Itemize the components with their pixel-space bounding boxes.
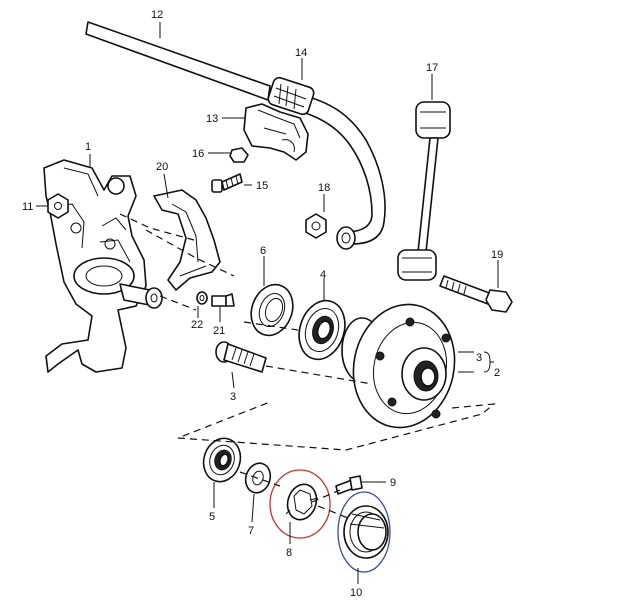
callout-5: 5 xyxy=(209,511,215,523)
highlight-rings xyxy=(269,469,391,573)
callout-labels: 1 2 3 3 4 5 6 7 8 9 10 11 12 13 14 15 16… xyxy=(22,9,503,599)
highlight-ring-part-8 xyxy=(269,469,331,539)
callout-3-hub: 3 xyxy=(476,352,482,364)
nut-16[interactable] xyxy=(229,147,249,163)
callout-18: 18 xyxy=(318,182,330,194)
stabilizer-bar[interactable] xyxy=(85,21,386,250)
clamp-13[interactable] xyxy=(243,103,309,161)
splash-shield-20[interactable] xyxy=(153,189,221,291)
bolt-15[interactable] xyxy=(211,173,243,193)
callout-22: 22 xyxy=(191,319,203,331)
nut-18[interactable] xyxy=(305,213,327,239)
coupling-rod-17[interactable] xyxy=(397,101,451,281)
callout-20: 20 xyxy=(156,161,168,173)
wheel-hub-2[interactable] xyxy=(341,295,466,437)
callout-17: 17 xyxy=(426,62,438,74)
steering-knuckle-1[interactable] xyxy=(43,159,163,373)
seal-6[interactable] xyxy=(244,279,299,342)
callout-8: 8 xyxy=(286,547,292,559)
callout-14: 14 xyxy=(295,47,307,59)
assembly-lines xyxy=(119,213,496,519)
callout-13: 13 xyxy=(206,113,218,125)
callout-12: 12 xyxy=(151,9,163,21)
callout-3-stud: 3 xyxy=(230,391,236,403)
screw-9[interactable] xyxy=(335,475,363,495)
bolt-19[interactable] xyxy=(439,275,513,313)
bolt-21[interactable] xyxy=(211,293,235,307)
callout-4: 4 xyxy=(320,269,326,281)
bearing-4[interactable] xyxy=(292,295,352,366)
callout-2: 2 xyxy=(494,367,500,379)
leader-lines xyxy=(36,22,499,584)
clamp-nut-8[interactable] xyxy=(283,481,321,524)
callout-1: 1 xyxy=(85,141,91,153)
callout-7: 7 xyxy=(248,525,254,537)
callout-11: 11 xyxy=(22,201,33,213)
callout-15: 15 xyxy=(256,180,268,192)
callout-10: 10 xyxy=(350,587,362,599)
bearing-5[interactable] xyxy=(198,434,246,487)
wheel-stud-3[interactable] xyxy=(215,341,267,373)
callout-21: 21 xyxy=(213,325,225,337)
highlight-ring-part-10 xyxy=(337,491,391,573)
washer-22[interactable] xyxy=(196,291,208,305)
nut-11[interactable] xyxy=(47,193,69,219)
callout-19: 19 xyxy=(491,249,503,261)
callout-16: 16 xyxy=(192,148,204,160)
callout-9: 9 xyxy=(390,477,396,489)
callout-6: 6 xyxy=(260,245,266,257)
grease-cap-10[interactable] xyxy=(343,505,389,559)
